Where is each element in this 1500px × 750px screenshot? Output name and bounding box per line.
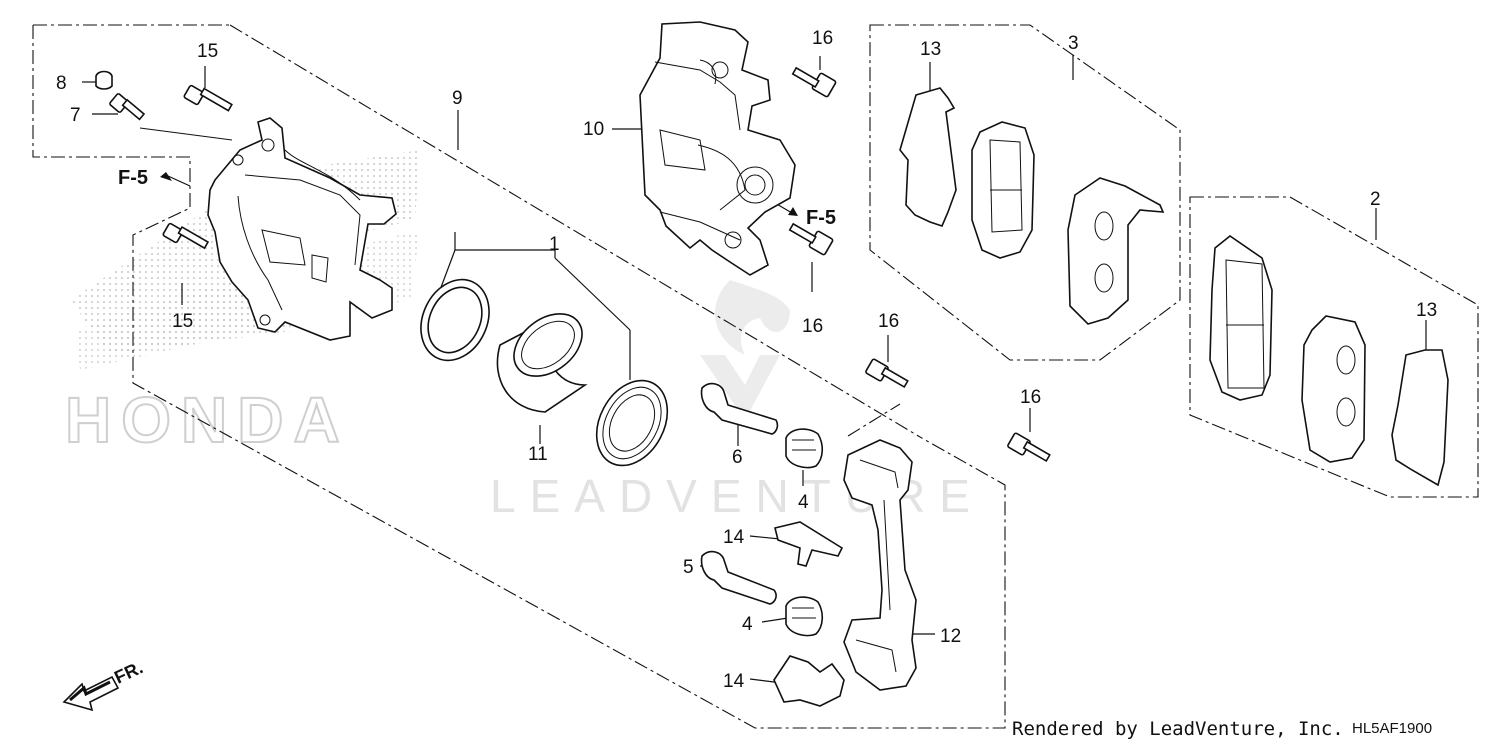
pad-shim-13-lower xyxy=(1391,349,1449,487)
callout-16a[interactable]: 16 xyxy=(812,28,833,49)
pin-boot-4-upper xyxy=(785,428,824,469)
ref-f5-left[interactable]: F-5 xyxy=(118,167,148,189)
callout-13a[interactable]: 13 xyxy=(920,39,941,60)
callout-4b[interactable]: 4 xyxy=(742,614,753,635)
callout-16b[interactable]: 16 xyxy=(802,316,823,337)
bolt-15-lower xyxy=(162,222,210,250)
callout-10[interactable]: 10 xyxy=(583,119,604,140)
assembly-outlines xyxy=(32,24,1479,729)
callout-15b[interactable]: 15 xyxy=(172,311,193,332)
callout-1[interactable]: 1 xyxy=(549,234,560,255)
callout-12[interactable]: 12 xyxy=(940,626,961,647)
caliper-body-9 xyxy=(207,117,397,341)
bleeder-screw-7 xyxy=(109,93,233,141)
callout-14a[interactable]: 14 xyxy=(723,527,745,548)
callout-9[interactable]: 9 xyxy=(452,88,463,109)
callout-8[interactable]: 8 xyxy=(56,73,67,94)
bolt-16-d xyxy=(1007,432,1051,463)
callout-14b[interactable]: 14 xyxy=(723,671,745,692)
bolt-16-a xyxy=(791,66,837,98)
honda-logo-text: HONDA xyxy=(65,384,350,456)
caliper-assy-10 xyxy=(639,21,796,276)
callout-6[interactable]: 6 xyxy=(732,447,743,468)
callout-4a[interactable]: 4 xyxy=(798,492,809,513)
footer-credit: Rendered by LeadVenture, Inc. xyxy=(1012,718,1344,740)
slide-pin-5 xyxy=(700,550,777,605)
caliper-bracket-12 xyxy=(843,439,917,691)
pad-spring-14-upper xyxy=(774,521,844,567)
callout-15a[interactable]: 15 xyxy=(197,41,218,62)
pin-boot-4-lower xyxy=(785,596,824,637)
bolt-15-upper xyxy=(183,84,233,112)
callout-labels: 15 8 7 15 9 10 16 16 16 16 13 3 2 13 1 1… xyxy=(56,28,1437,692)
callout-13b[interactable]: 13 xyxy=(1416,300,1437,321)
front-direction-indicator: FR. xyxy=(62,657,146,712)
slide-pin-6 xyxy=(700,382,779,435)
brake-pad-upper-outer xyxy=(1067,177,1165,325)
dust-boot xyxy=(595,379,669,467)
callout-16c[interactable]: 16 xyxy=(878,311,899,332)
bleeder-cap-8 xyxy=(95,70,113,90)
callout-11[interactable]: 11 xyxy=(528,444,548,465)
pad-shim-13-upper xyxy=(899,87,957,227)
pad-spring-14-lower xyxy=(773,655,845,707)
brake-pad-lower-inner xyxy=(1301,315,1366,463)
piston-11 xyxy=(496,313,588,413)
piston-seal xyxy=(420,278,490,362)
front-arrow-label: FR. xyxy=(111,657,146,687)
callout-5[interactable]: 5 xyxy=(683,557,694,578)
diagram-code: HL5AF1900 xyxy=(1352,720,1433,737)
callout-3[interactable]: 3 xyxy=(1068,33,1079,54)
callout-2[interactable]: 2 xyxy=(1370,189,1381,210)
bolt-16-b xyxy=(788,222,834,256)
callout-7[interactable]: 7 xyxy=(70,105,81,126)
brake-pad-upper-inner xyxy=(971,121,1035,259)
bolt-16-c xyxy=(865,358,909,389)
brake-pad-lower-outer xyxy=(1209,235,1273,401)
callout-16d[interactable]: 16 xyxy=(1020,387,1041,408)
ref-f5-right[interactable]: F-5 xyxy=(806,207,836,229)
